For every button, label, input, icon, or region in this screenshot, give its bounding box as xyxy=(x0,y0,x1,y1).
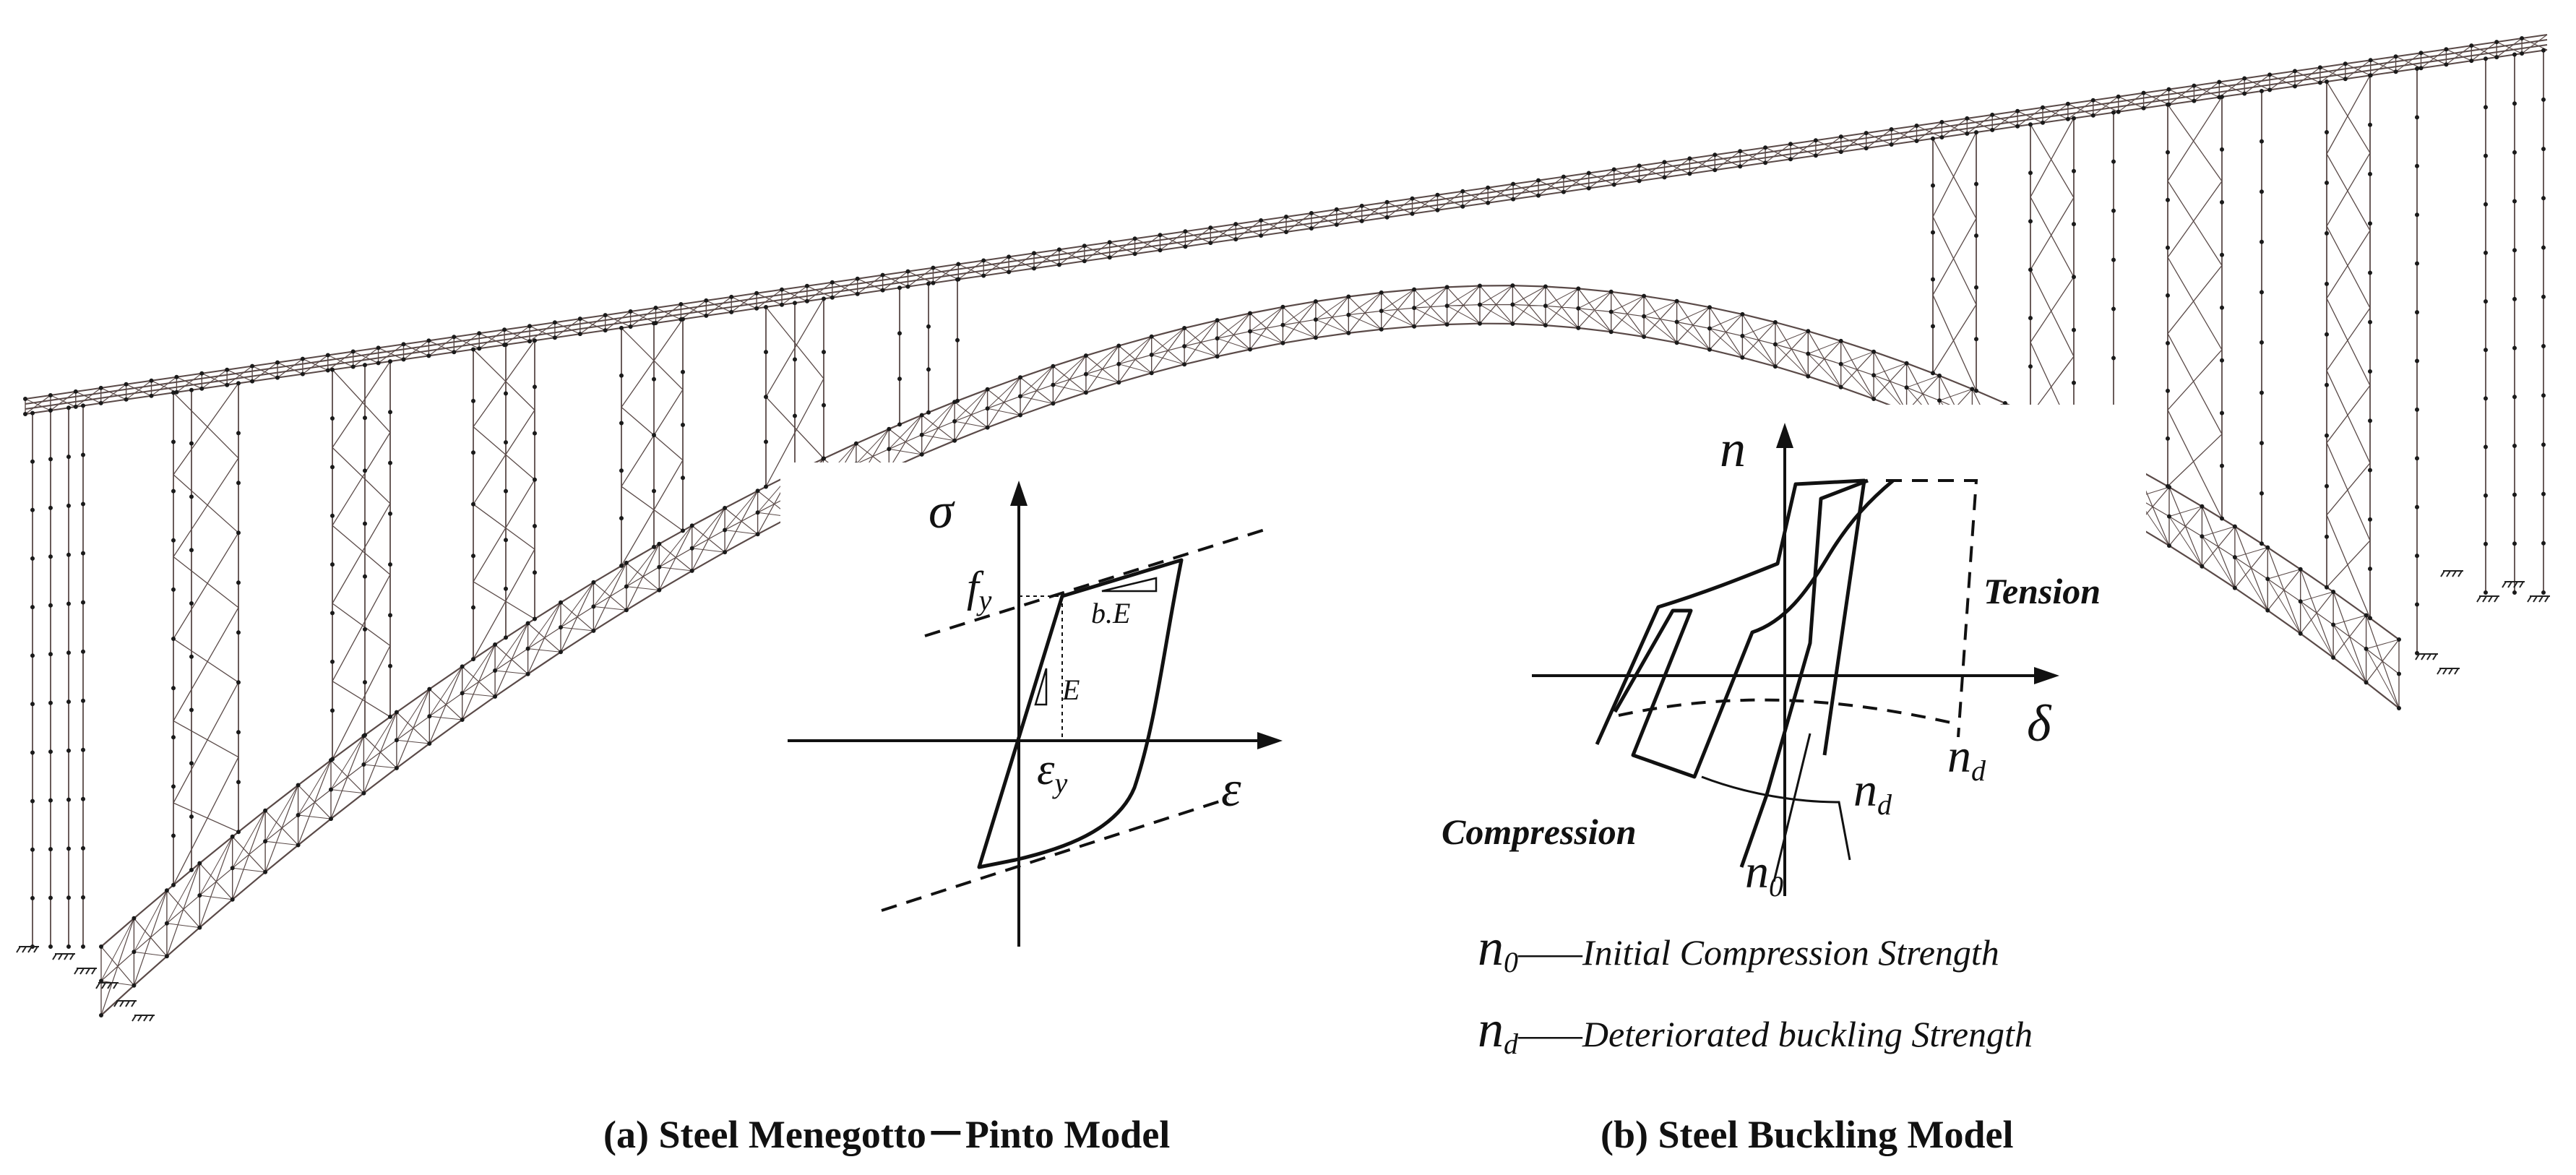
fixed-support-icon xyxy=(132,1015,155,1022)
truss-members xyxy=(25,34,2548,415)
panel-a-menegotto-pinto-diagram: σ ε fy εy E b.E xyxy=(780,462,1301,954)
panel-b-tension-envelope xyxy=(1886,479,1978,738)
panel-a-lower-asymptote xyxy=(881,797,1229,912)
caption-panel-b: (b) Steel Buckling Model xyxy=(1601,1113,2014,1156)
panel-a-x-label: ε xyxy=(1221,762,1241,817)
panel-b-tension-label: Tension xyxy=(1983,571,2101,611)
truss-members xyxy=(100,285,2400,1016)
fixed-support-icon xyxy=(2476,595,2499,603)
panel-a-hysteresis-loop xyxy=(977,558,1184,869)
panel-b-hysteresis-inner xyxy=(1613,479,1895,779)
panel-a-y-arrow xyxy=(1010,481,1028,506)
panel-a-be-label: b.E xyxy=(1091,597,1130,629)
panel-b-y-label: n xyxy=(1720,420,1746,478)
truss-members xyxy=(173,75,2371,885)
panel-b-buckling-diagram: n δ Tension Compression nd nd n0 xyxy=(1395,405,2146,925)
fixed-support-icon xyxy=(113,1000,137,1007)
truss-nodes xyxy=(23,36,2546,1018)
panel-b-legend: n0——Initial Compression Strength nd——Det… xyxy=(1478,918,2033,1060)
panel-a-e-label: E xyxy=(1061,673,1080,706)
truss-members xyxy=(25,34,2548,1016)
legend-nd: nd——Deteriorated buckling Strength xyxy=(1478,1000,2033,1060)
panel-a-y-label: σ xyxy=(929,483,955,539)
fixed-support-icon xyxy=(2415,653,2438,660)
fixed-support-icon xyxy=(2502,581,2525,588)
panel-a-fy-label: fy xyxy=(967,563,992,616)
fixed-support-icon xyxy=(74,968,97,975)
panel-b-nd-label-mid: nd xyxy=(1853,764,1892,821)
panel-a-epsilon-y-label: εy xyxy=(1037,745,1067,799)
panel-b-deteriorated-curve xyxy=(1618,698,1952,724)
panel-b-y-arrow xyxy=(1776,423,1793,448)
panel-b-unloading-line xyxy=(1772,733,1812,882)
panel-a-x-arrow xyxy=(1257,732,1283,749)
panel-b-nd-label-right: nd xyxy=(1947,730,1986,787)
panel-b-hysteresis-outer xyxy=(1595,478,1866,756)
fixed-support-icon xyxy=(2527,595,2550,603)
panel-b-compression-branch xyxy=(1701,775,1851,861)
truss-members xyxy=(100,285,2400,986)
fixed-support-icon xyxy=(52,953,75,960)
panel-a-backdrop xyxy=(780,462,1301,954)
caption-panel-a: (a) Steel Menegotto－Pinto Model xyxy=(603,1113,1170,1156)
panel-b-compression-label: Compression xyxy=(1442,812,1637,852)
fixed-support-icon xyxy=(2437,668,2460,675)
panel-b-n0-label: n0 xyxy=(1745,845,1783,903)
panel-b-x-arrow xyxy=(2034,667,2059,684)
panel-a-upper-asymptote xyxy=(924,526,1272,637)
bridge-truss-model xyxy=(16,34,2550,1022)
panel-b-initial-branch xyxy=(1739,478,1869,868)
legend-n0: n0——Initial Compression Strength xyxy=(1478,918,1999,978)
panel-b-x-label: δ xyxy=(2027,694,2052,752)
fixed-support-icon xyxy=(2440,570,2463,577)
panel-a-initial-slope-triangle xyxy=(1034,668,1048,706)
panel-b-backdrop xyxy=(1395,405,2146,925)
fixed-support-icon xyxy=(95,982,119,989)
fixed-support-icon xyxy=(16,946,39,953)
panel-a-hardening-slope-triangle xyxy=(1101,577,1158,593)
